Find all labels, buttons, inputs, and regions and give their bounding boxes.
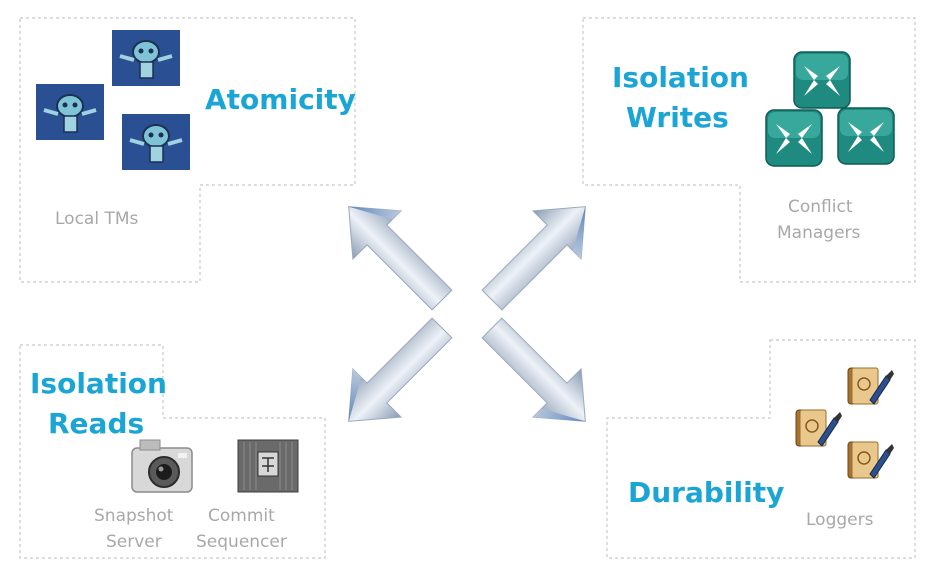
robot-icon bbox=[34, 28, 192, 172]
durability-title: Durability bbox=[628, 476, 785, 509]
atomicity-title: Atomicity bbox=[205, 83, 356, 116]
isolation-reads-title-line2: Reads bbox=[48, 407, 145, 440]
snapshot-caption-line2: Server bbox=[106, 532, 162, 552]
conflict-caption-line1: Conflict bbox=[788, 197, 853, 217]
arrow-down-right bbox=[467, 303, 610, 446]
isolation-reads-title-line1: Isolation bbox=[30, 367, 167, 400]
sequencer-icon bbox=[237, 439, 299, 493]
local-tms-caption: Local TMs bbox=[55, 209, 139, 229]
logger-book-icon bbox=[795, 367, 895, 479]
isolation-writes-title-line1: Isolation bbox=[612, 61, 749, 94]
panel-isolation-reads-outline bbox=[19, 344, 326, 559]
isolation-writes-title-line2: Writes bbox=[626, 101, 729, 134]
camera-icon bbox=[131, 439, 193, 493]
loggers-caption: Loggers bbox=[806, 510, 874, 530]
commit-caption-line1: Commit bbox=[208, 506, 275, 526]
panel-durability-outline bbox=[606, 339, 916, 559]
arrow-up-right bbox=[467, 182, 610, 325]
panel-isolation-writes-outline bbox=[582, 17, 916, 283]
snapshot-caption-line1: Snapshot bbox=[94, 506, 174, 526]
conflict-caption-line2: Managers bbox=[777, 223, 861, 243]
arrow-down-left bbox=[324, 303, 467, 446]
conflict-manager-icon bbox=[765, 51, 895, 167]
arrow-up-left bbox=[324, 182, 467, 325]
panel-atomicity-outline bbox=[19, 17, 356, 283]
commit-caption-line2: Sequencer bbox=[196, 532, 287, 552]
